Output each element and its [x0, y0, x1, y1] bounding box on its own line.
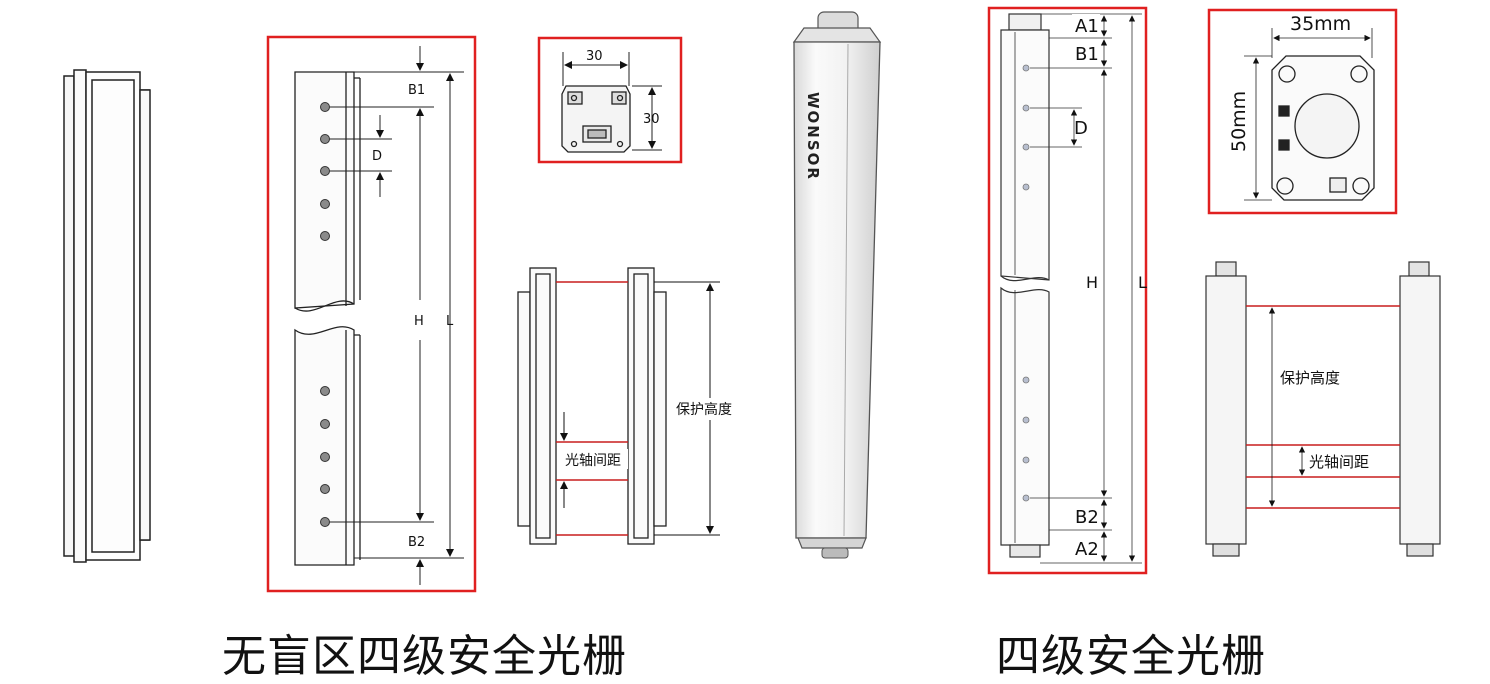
product-bar-photo: WONSOR [792, 11, 882, 559]
right-dim-b2: B2 [1075, 507, 1099, 528]
right-dim-d: D [1074, 118, 1088, 139]
right-dim-l: L [1138, 273, 1147, 292]
right-dim-h: H [1086, 273, 1098, 292]
right-section-frame [1207, 8, 1398, 215]
left-caption: 无盲区四级安全光栅 [222, 631, 627, 682]
left-dim-d: D [372, 149, 382, 164]
left-bar-lenses [320, 102, 330, 527]
left-beam-pitch: 光轴间距 [565, 453, 621, 469]
right-pair-dims [1268, 307, 1306, 507]
right-beam-pitch: 光轴间距 [1309, 453, 1369, 471]
left-section-height: 30 [643, 112, 660, 127]
side-profile-drawing [63, 69, 151, 563]
right-protect-height: 保护高度 [1280, 369, 1340, 387]
left-pair-beams [556, 281, 628, 536]
left-dim-b2: B2 [408, 535, 425, 550]
right-section-height: 50mm [1228, 91, 1250, 152]
right-bar-drawing [1000, 13, 1142, 564]
right-caption: 四级安全光栅 [996, 631, 1266, 682]
left-dimension-frame [266, 35, 477, 593]
right-section-width: 35mm [1290, 13, 1351, 35]
right-dimension-frame [987, 6, 1148, 575]
product-brand: WONSOR [804, 92, 822, 181]
right-pair-beams [1246, 305, 1400, 509]
left-pair-drawing [517, 267, 667, 545]
right-dim-a1: A1 [1075, 16, 1099, 37]
left-dim-h: H [414, 314, 424, 329]
left-bar-drawing [294, 46, 464, 585]
left-protect-height: 保护高度 [676, 401, 732, 418]
left-section-frame [537, 36, 683, 164]
right-dim-a2: A2 [1075, 539, 1099, 560]
left-dim-b1: B1 [408, 83, 425, 98]
right-dim-b1: B1 [1075, 44, 1099, 65]
left-section-width: 30 [586, 49, 603, 64]
left-section-drawing [561, 52, 662, 153]
left-dim-l: L [446, 314, 454, 329]
right-pair-drawing [1205, 261, 1441, 557]
right-section-drawing [1244, 28, 1375, 201]
right-bar-lenses [1022, 64, 1030, 502]
